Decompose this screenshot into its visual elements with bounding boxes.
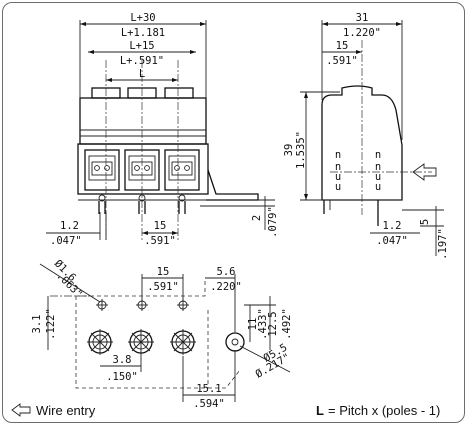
dim-fp-spacing-in: .150" — [106, 371, 138, 383]
legend-wire-entry: Wire entry — [36, 403, 96, 418]
dim-side-height-in: 1.535" — [295, 131, 307, 169]
dim-pin-mm: 1.2 — [60, 220, 79, 232]
front-view: L+30 L+1.181 L+15 L+.591" L 1.2 .047" 15… — [46, 12, 279, 247]
dim-side-pinlen-in: .197" — [437, 228, 449, 260]
wire-entry-icon — [11, 403, 31, 417]
dim-side-width-in: 1.220" — [343, 27, 381, 39]
dim-fp-spacing-mm: 3.8 — [113, 354, 132, 366]
large-hole — [87, 329, 113, 355]
small-hole — [177, 299, 189, 311]
legend-pitch-formula: = Pitch x (poles - 1) — [328, 403, 440, 418]
small-hole — [136, 299, 148, 311]
side-mark: u — [335, 171, 341, 183]
pin — [178, 194, 186, 214]
terminal-window — [84, 149, 120, 191]
legend-pitch-symbol: L — [316, 403, 324, 418]
front-top-block — [164, 87, 194, 99]
dim-pin-in: .047" — [50, 235, 82, 247]
legend: Wire entry L = Pitch x (poles - 1) — [11, 403, 440, 418]
dim-fp-bottom-mm: 15.1 — [196, 383, 221, 395]
dim-l15: L+15 — [129, 40, 154, 52]
large-hole — [128, 329, 154, 355]
dim-fp-row-in: .433" — [257, 308, 269, 340]
side-mark: n — [375, 161, 381, 173]
dim-fp-pitch-mm: 15 — [157, 266, 170, 278]
terminal-window — [164, 149, 200, 191]
dim-side-height-mm: 39 — [283, 144, 295, 157]
side-body — [321, 85, 403, 201]
dim-side-pin-mm: 1.2 — [383, 220, 402, 232]
side-mark: u — [375, 171, 381, 183]
front-body-lower — [77, 143, 209, 195]
side-view: n n n n u u u u 31 1.220" 15 .591" 39 1.… — [283, 12, 449, 260]
dim-fp-bottom-in: .594" — [193, 398, 225, 410]
side-mark: n — [335, 149, 341, 161]
dim-l30: L+30 — [130, 12, 155, 24]
footprint-view: Ø1.6 .063" 15 .591" 5.6 .220" 3.1 .122" … — [31, 258, 293, 410]
dim-side-half-in: .591" — [326, 55, 358, 67]
front-body-upper — [79, 97, 207, 145]
dim-fp-row-mm: 11 — [247, 318, 259, 331]
side-mark: n — [335, 161, 341, 173]
dim-pitch-in: .591" — [144, 235, 176, 247]
dim-fp-offset-in: .220" — [210, 281, 242, 293]
side-mark: u — [375, 181, 381, 193]
dim-fp-left-mm: 3.1 — [31, 315, 43, 334]
dim-side-pinlen-mm: 5 — [419, 219, 431, 225]
dim-pitch-mm: 15 — [154, 220, 167, 232]
dim-fp-left-in: .122" — [45, 308, 57, 340]
dim-l1181: L+1.181 — [121, 27, 165, 39]
dim-side-pin-in: .047" — [376, 235, 408, 247]
dim-fp-row2-in: .492" — [281, 308, 293, 340]
mounting-hole — [225, 332, 245, 352]
dim-side-half-mm: 15 — [336, 40, 349, 52]
pin — [98, 194, 106, 214]
dim-side-width-mm: 31 — [356, 12, 369, 24]
dim-h-mm: 2 — [251, 215, 263, 221]
side-mark: n — [375, 149, 381, 161]
dim-l: L — [139, 68, 145, 80]
dim-fp-pitch-in: .591" — [147, 281, 179, 293]
small-hole — [96, 299, 108, 311]
dim-fp-offset-mm: 5.6 — [217, 266, 236, 278]
large-hole — [170, 329, 196, 355]
dim-fp-row2-mm: 12.5 — [267, 311, 279, 336]
dim-h-in: .079" — [267, 206, 279, 238]
side-mark: u — [335, 181, 341, 193]
dim-l591: L+.591" — [120, 55, 164, 67]
drawing-frame — [2, 2, 465, 423]
wire-entry-arrow-icon — [412, 163, 437, 181]
